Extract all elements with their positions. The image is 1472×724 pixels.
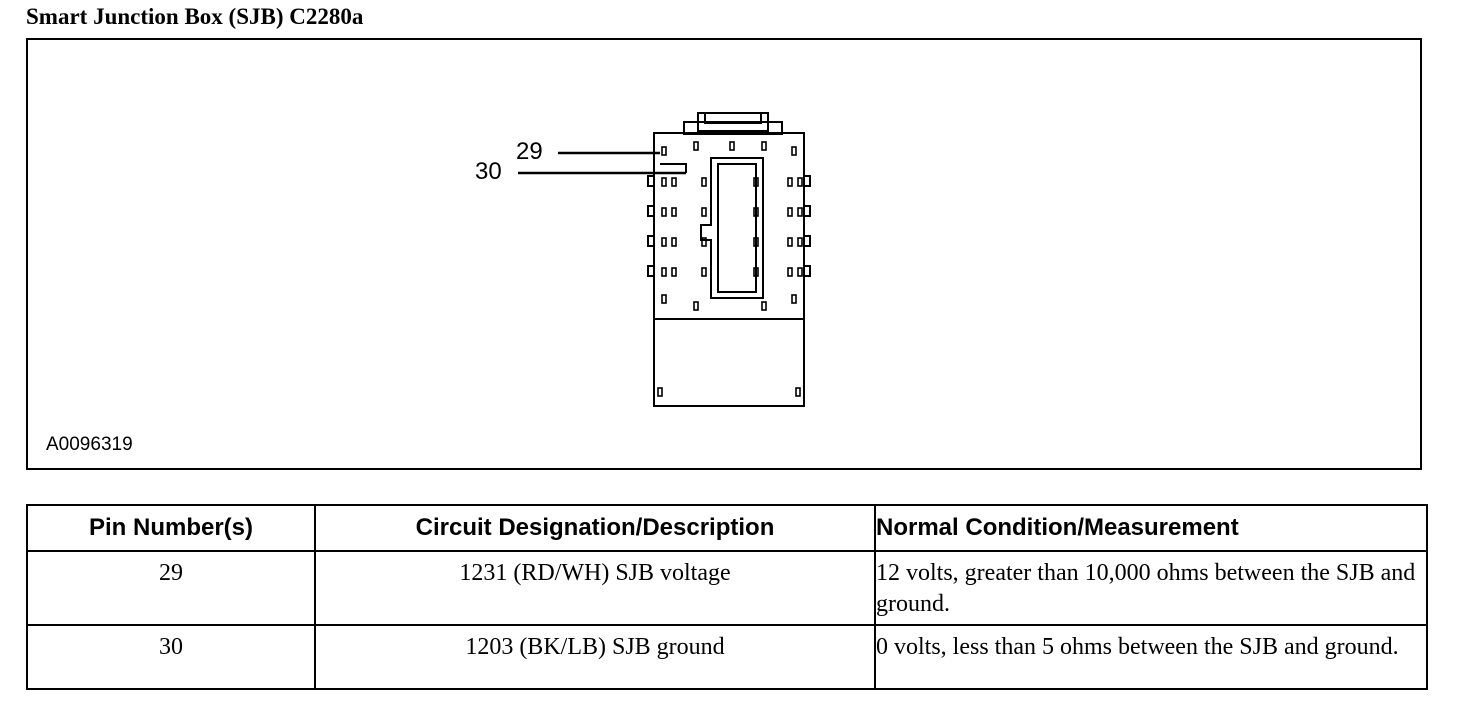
pin-label-30: 30 [475, 158, 502, 185]
header-circuit: Circuit Designation/Description [314, 504, 876, 552]
connector-figure: 29 30 A0096319 [26, 38, 1422, 470]
cell-circuit: 1231 (RD/WH) SJB voltage [314, 550, 876, 626]
table-row: 30 1203 (BK/LB) SJB ground 0 volts, less… [26, 624, 1428, 690]
pin-leader-lines [518, 151, 686, 175]
pin-table: Pin Number(s) Circuit Designation/Descri… [26, 504, 1428, 690]
connector-center-channel [700, 157, 764, 299]
connector-lower-body [653, 318, 805, 407]
page-title: Smart Junction Box (SJB) C2280a [26, 4, 364, 29]
cell-circuit: 1203 (BK/LB) SJB ground [314, 624, 876, 690]
cell-pin: 29 [26, 550, 316, 626]
header-condition: Normal Condition/Measurement [874, 504, 1428, 552]
connector-cavities [657, 141, 803, 397]
table-header-row: Pin Number(s) Circuit Designation/Descri… [26, 504, 1428, 552]
cell-condition: 0 volts, less than 5 ohms between the SJ… [874, 624, 1428, 690]
connector-diagram [518, 112, 811, 407]
figure-id: A0096319 [46, 434, 133, 455]
header-pin-number: Pin Number(s) [26, 504, 316, 552]
cell-condition: 12 volts, greater than 10,000 ohms betwe… [874, 550, 1428, 626]
pin-label-29: 29 [516, 138, 543, 165]
table-row: 29 1231 (RD/WH) SJB voltage 12 volts, gr… [26, 550, 1428, 626]
cell-pin: 30 [26, 624, 316, 690]
